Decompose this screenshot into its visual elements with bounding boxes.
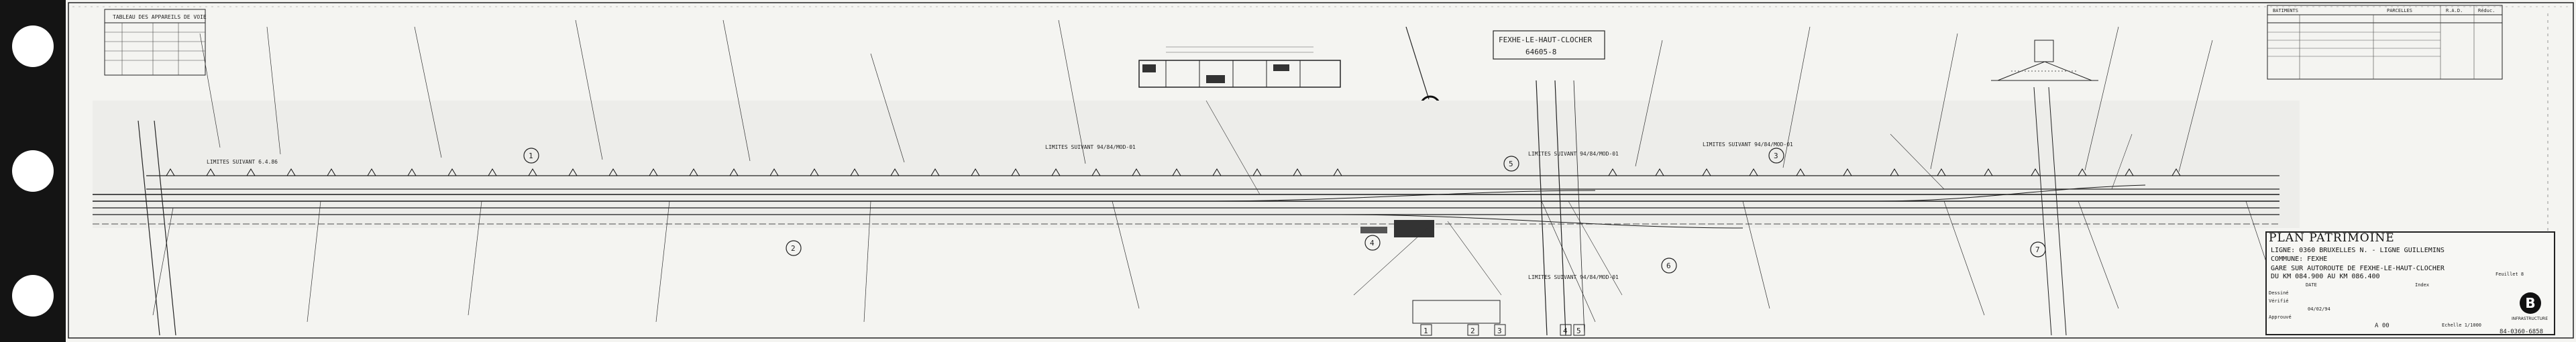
box-number: 1: [1424, 327, 1428, 335]
station-name: FEXHE-LE-HAUT-CLOCHER: [1499, 36, 1592, 44]
motorway-crossing: [1536, 80, 1585, 336]
railway-tracks: [93, 184, 2279, 229]
parcel-number: 6: [1666, 262, 1671, 270]
box-number: 4: [1563, 327, 1568, 335]
binder-strip: [0, 0, 66, 342]
embankment: [146, 168, 2279, 190]
parcel-number: 4: [1370, 239, 1375, 247]
cross-section: [1991, 40, 2098, 81]
station-label: FEXHE-LE-HAUT-CLOCHER 64605-8: [1493, 30, 1605, 60]
table-col-rad: R.A.D.: [2446, 8, 2463, 13]
row-dessine: Dessiné: [2269, 290, 2289, 296]
station-building: [1394, 220, 1434, 237]
box-number: 5: [1576, 327, 1581, 335]
road-right: [2033, 87, 2067, 336]
title-line-commune: COMMUNE: FEXHE: [2271, 255, 2328, 263]
limit-note: LIMITES SUIVANT 94/84/MOD-01: [1528, 274, 1619, 280]
bottom-reference-boxes: [1412, 300, 1585, 336]
title-line-km: DU KM 084.900 AU KM 086.400: [2271, 273, 2380, 280]
revision-date: 04/02/94: [2308, 306, 2330, 312]
limit-note: LIMITES SUIVANT 6.4.86: [207, 159, 278, 165]
station-code: 64605-8: [1525, 48, 1556, 56]
parcel-number: 5: [1509, 160, 1513, 168]
box-number: 2: [1470, 327, 1475, 335]
parcel-markers: [523, 148, 2046, 274]
road-left: [138, 120, 176, 336]
punch-hole: [12, 25, 54, 67]
box-number: 3: [1497, 327, 1502, 335]
parcel-number: 3: [1774, 152, 1778, 160]
limit-note: LIMITES SUIVANT 94/84/MOD-01: [1703, 141, 1793, 148]
sheet-number: Feuillet 8: [2496, 272, 2524, 277]
platform: [1360, 227, 1387, 233]
limit-note: LIMITES SUIVANT 94/84/MOD-01: [1528, 151, 1619, 157]
punch-hole: [12, 275, 54, 317]
title-line-route: LIGNE: 0360 BRUXELLES N. - LIGNE GUILLEM…: [2271, 247, 2445, 254]
punch-hole: [12, 150, 54, 192]
plan-title: PLAN PATRIMOINE: [2269, 231, 2395, 245]
table-col-parcelles: PARCELLES: [2387, 8, 2412, 13]
row-verifie: Vérifié: [2269, 298, 2289, 304]
parcel-boundaries: [152, 19, 2280, 323]
parcel-table: BATIMENTS PARCELLES R.A.D. Réduc.: [2267, 5, 2503, 80]
col-index: Index: [2415, 282, 2430, 288]
parcel-number: 2: [791, 244, 796, 253]
paper-format: A 00: [2375, 323, 2390, 329]
leader-lines: [1205, 100, 2133, 296]
infrabel-logo: B: [2520, 292, 2541, 314]
parcel-number: 7: [2035, 245, 2040, 254]
table-col-reduc: Réduc.: [2478, 8, 2495, 13]
col-date: DATE: [2306, 282, 2317, 288]
row-approuve: Approuvé: [2269, 315, 2292, 320]
railway-plan: TABLEAU DES APPAREILS DE VOIE FEXHE-LE-H…: [68, 2, 2574, 339]
drawing-number: 84-0360-6858: [2500, 329, 2544, 335]
table-col-batiments: BATIMENTS: [2273, 8, 2298, 13]
switch-table: TABLEAU DES APPAREILS DE VOIE: [104, 9, 207, 76]
parcel-number: 1: [529, 152, 533, 160]
logo-caption: INFRASTRUCTURE: [2512, 317, 2548, 321]
building-plan: [1138, 46, 1341, 88]
scale: Echelle 1/1000: [2442, 323, 2482, 328]
title-block: [2265, 231, 2555, 335]
title-line-station: GARE SUR AUTOROUTE DE FEXHE-LE-HAUT-CLOC…: [2271, 265, 2445, 272]
switch-table-heading: TABLEAU DES APPAREILS DE VOIE: [113, 14, 207, 20]
limit-note: LIMITES SUIVANT 94/84/MOD-01: [1045, 144, 1136, 150]
